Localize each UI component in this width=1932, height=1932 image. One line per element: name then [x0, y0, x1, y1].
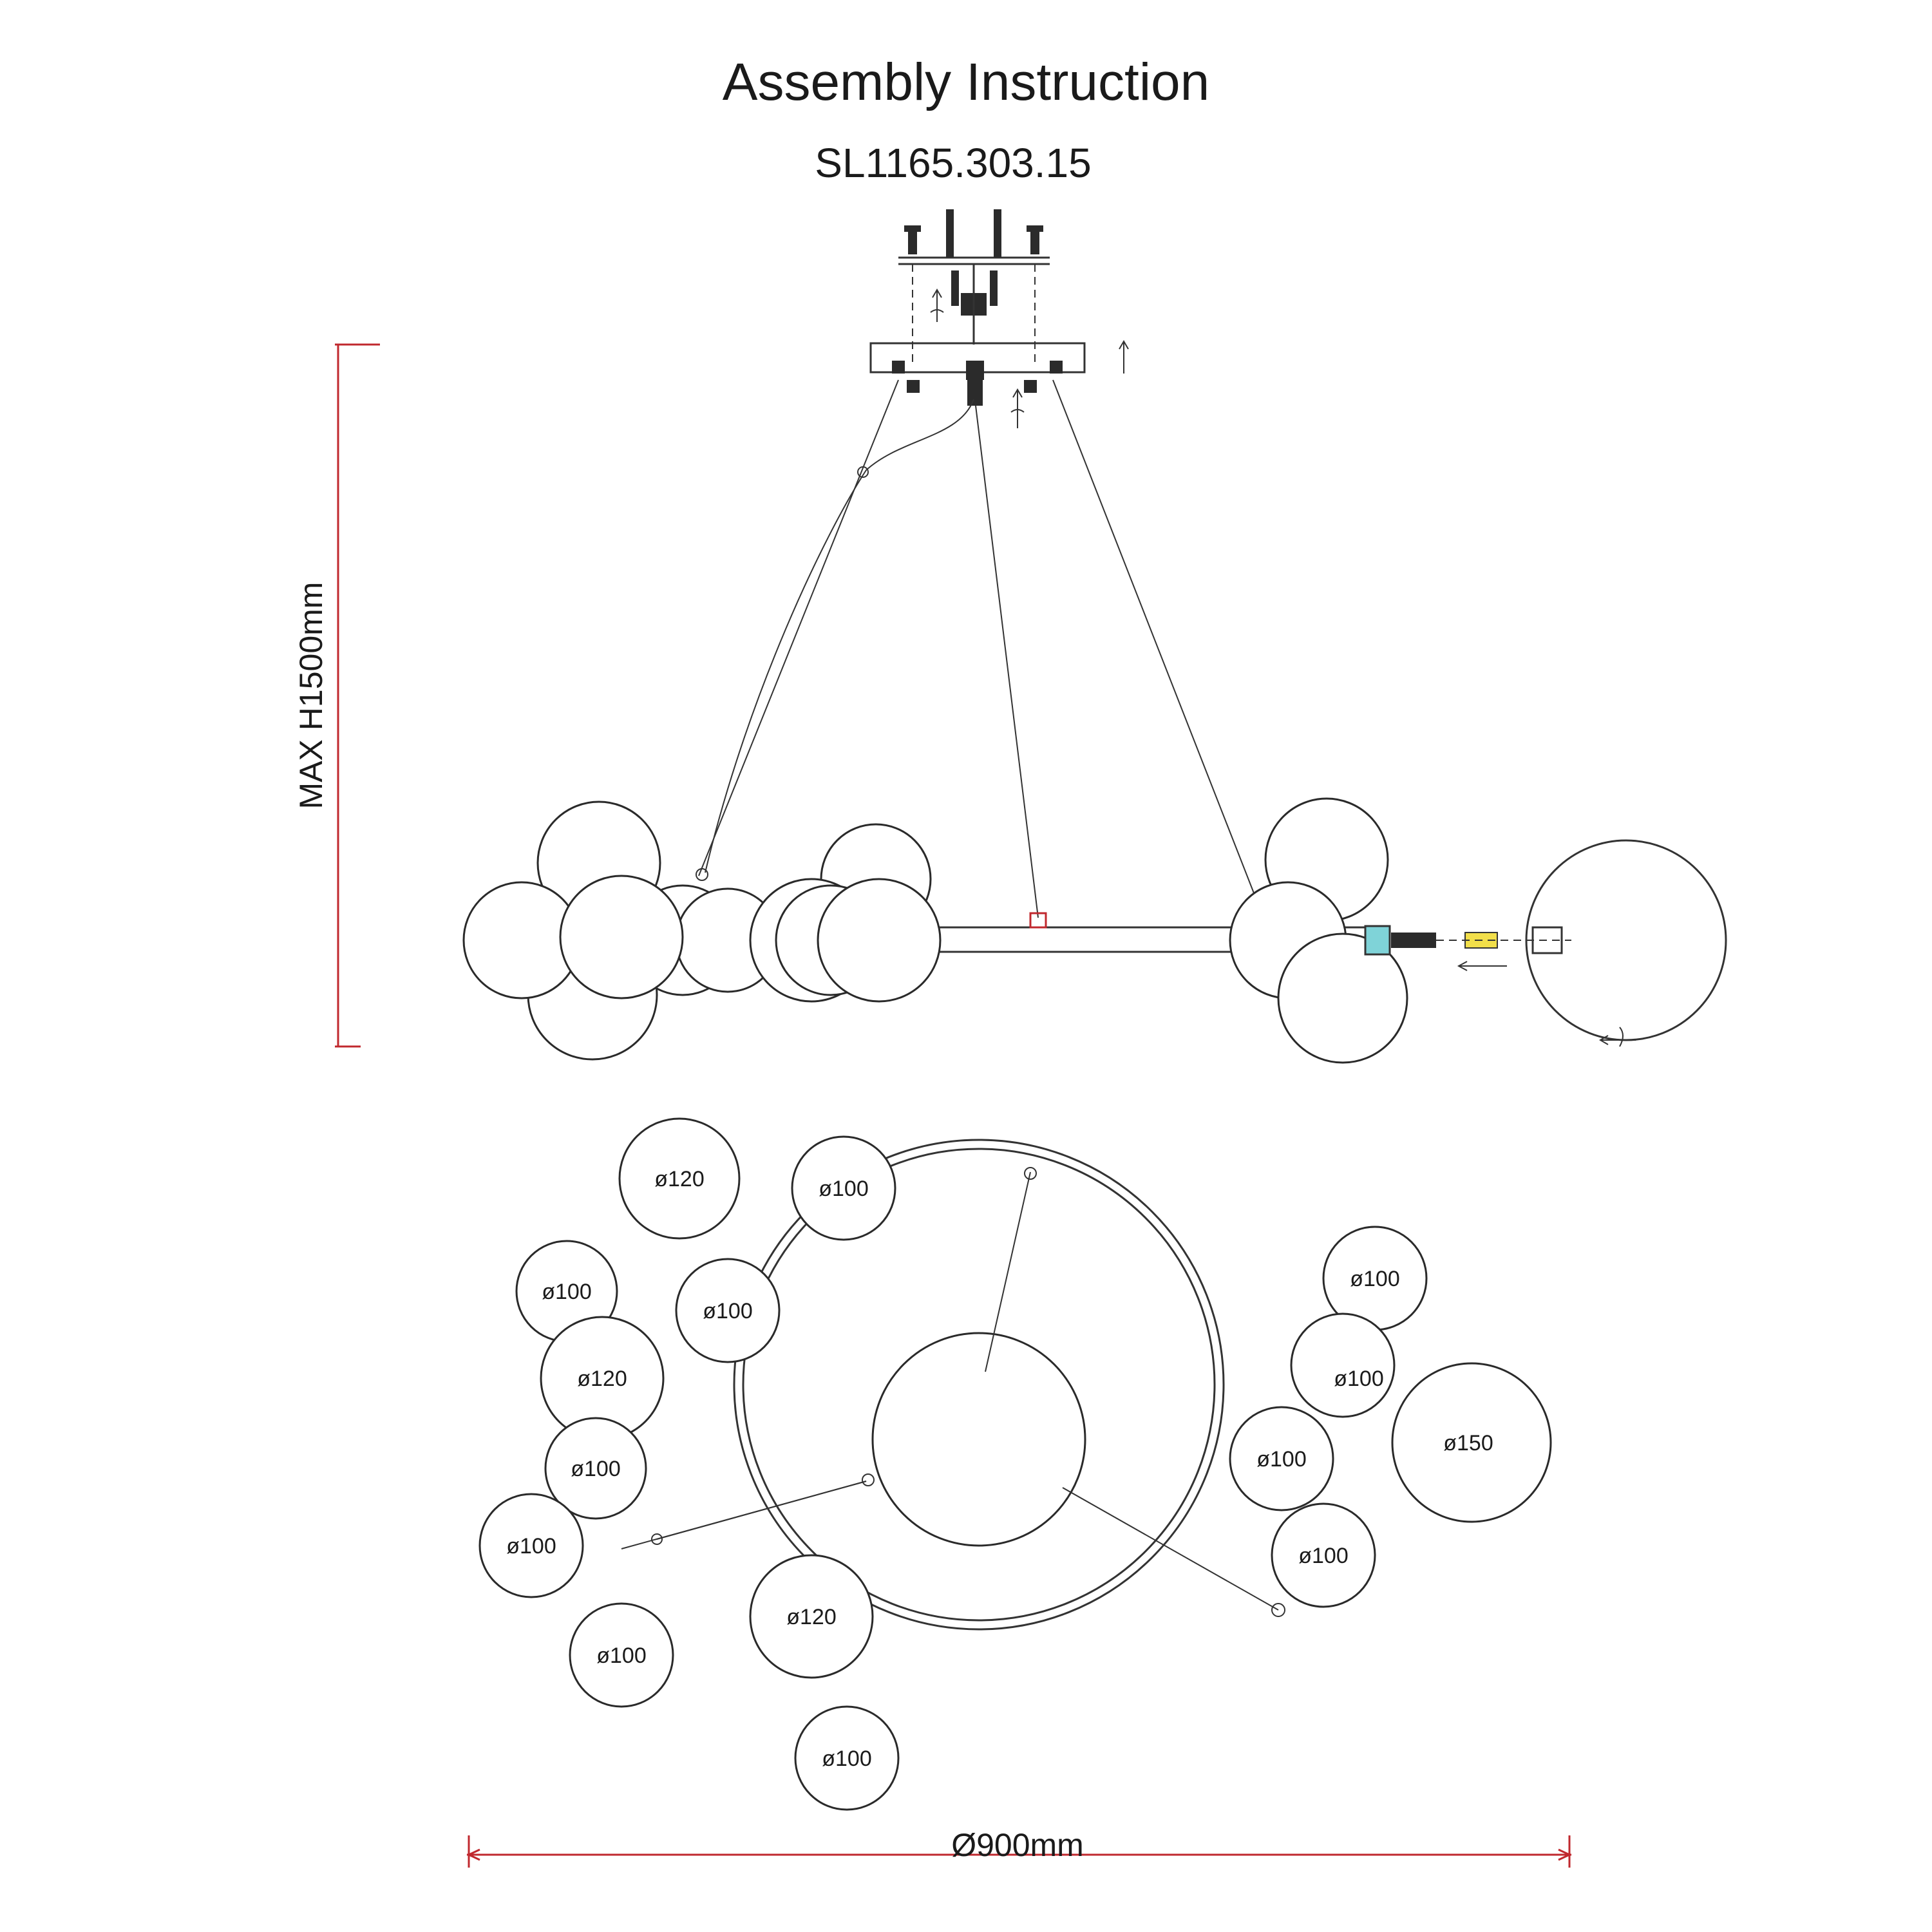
ring-frame-outer: [733, 1139, 1225, 1631]
wall-anchor-left: [946, 209, 954, 258]
globe-side: [1277, 933, 1408, 1064]
globe-label: ø100: [571, 1457, 621, 1481]
globe-label: ø100: [703, 1299, 753, 1323]
globe-label: ø120: [577, 1367, 627, 1391]
globe-label: ø150: [1443, 1431, 1493, 1455]
globe-label: ø100: [819, 1177, 869, 1201]
anchor-lower-left: [951, 270, 959, 306]
globe-2: ø100: [791, 1135, 896, 1241]
canopy-cable-gland: [966, 361, 984, 380]
globe-5: ø120: [540, 1316, 665, 1441]
top-wire-2: [1062, 1487, 1279, 1611]
globe-9: ø120: [749, 1554, 874, 1679]
globe-4: ø100: [675, 1258, 781, 1363]
globe-3: ø100: [515, 1240, 618, 1343]
center-globe: [871, 1332, 1086, 1547]
globe-8: ø100: [569, 1602, 674, 1708]
globe-1: ø120: [618, 1117, 741, 1240]
screw-right: [1030, 229, 1039, 254]
cable-clip: [857, 466, 869, 478]
suspension-wire-center: [975, 405, 1039, 918]
canopy-fixing-left: [892, 361, 905, 374]
wire-clip-left: [696, 868, 708, 881]
rotate-arrow-icon: [1010, 388, 1025, 428]
rotate-arrow-icon: [930, 289, 944, 322]
globe-15: ø100: [1271, 1502, 1376, 1608]
side-view: MAX H1500mm: [293, 209, 1727, 1064]
connector-thread: [1391, 933, 1436, 948]
up-arrow-icon: [1119, 340, 1129, 374]
wall-anchor-right: [994, 209, 1001, 258]
ceiling-mount-hardware: [898, 209, 1050, 367]
power-cable: [705, 399, 974, 873]
globe-neck: [1531, 926, 1563, 954]
globe-13: ø150: [1391, 1362, 1552, 1523]
globe-label: ø100: [542, 1280, 592, 1304]
globe-label: ø120: [654, 1167, 705, 1191]
wire-anchor: [1024, 1167, 1037, 1180]
globe-side: [817, 878, 942, 1003]
canopy-fixing-right: [1050, 361, 1063, 374]
top-view: ø120 ø100 ø100 ø100 ø120 ø100 ø100 ø100: [466, 1117, 1572, 1868]
globe-label: ø100: [1256, 1447, 1307, 1472]
globe-7: ø100: [478, 1493, 584, 1598]
globe-label: ø100: [596, 1643, 647, 1668]
top-wire-1: [985, 1171, 1031, 1372]
screw-head-right: [1027, 225, 1043, 232]
cable-gland-nut: [967, 380, 983, 406]
wire-clip: [862, 1473, 875, 1486]
wire-clip: [651, 1533, 663, 1545]
diameter-label: Ø900mm: [951, 1827, 1084, 1863]
ring-frame-inner: [742, 1148, 1216, 1622]
wire-anchor: [1271, 1603, 1285, 1617]
globe-11: ø100: [1322, 1226, 1428, 1331]
nut-left: [907, 380, 920, 393]
diameter-arrow-left: [466, 1848, 480, 1861]
page-title: Assembly Instruction: [723, 53, 1210, 111]
globe-label: ø100: [1298, 1544, 1349, 1568]
height-label: MAX H1500mm: [293, 582, 329, 810]
diameter-arrow-right: [1558, 1848, 1572, 1861]
globe-10: ø100: [794, 1705, 900, 1811]
red-pin-center: [1029, 912, 1047, 929]
globe-label: ø100: [822, 1747, 872, 1771]
globe-label: ø100: [1334, 1367, 1384, 1391]
suspension-wire-left: [698, 379, 899, 876]
screw-left: [908, 229, 917, 254]
rotate-arrow-icon: [1599, 1027, 1636, 1047]
globe-6: ø100: [544, 1417, 647, 1520]
globe-side: [559, 875, 684, 999]
globe-12: ø100: [1290, 1312, 1396, 1418]
screw-head-left: [904, 225, 921, 232]
connector-cyan: [1364, 925, 1391, 956]
suspension-wire-right: [1052, 379, 1263, 915]
globe-label: ø120: [786, 1605, 837, 1629]
globe-14: ø100: [1229, 1406, 1334, 1511]
anchor-lower-right: [990, 270, 998, 306]
globe-label: ø100: [506, 1534, 556, 1558]
insert-arrow-icon: [1457, 961, 1507, 971]
model-number: SL1165.303.15: [815, 140, 1091, 186]
globe-label: ø100: [1350, 1267, 1400, 1291]
top-wire-4: [621, 1481, 867, 1549]
nut-right: [1024, 380, 1037, 393]
